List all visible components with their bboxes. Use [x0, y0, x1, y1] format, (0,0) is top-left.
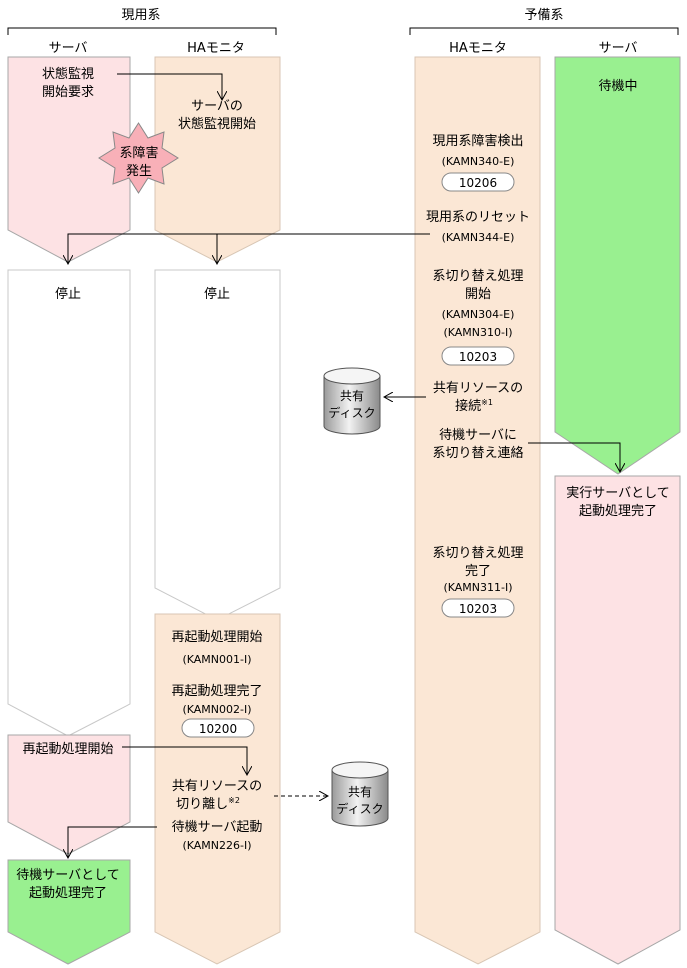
- reset-text: 現用系のリセット: [426, 210, 530, 225]
- active-server-stopped-block: [7, 269, 131, 737]
- standby-ha-block: [414, 56, 541, 965]
- switch-done-text-2: 完了: [465, 564, 491, 579]
- active-ha-restart-block: [154, 613, 281, 965]
- column-header-active-server: サーバ: [49, 41, 88, 56]
- failure-burst: 系障害 発生: [98, 122, 179, 194]
- disk-lower-text-2: ディスク: [336, 801, 383, 816]
- arrow-standby-boot: [68, 826, 157, 858]
- shared-disk-lower: 共有 ディスク: [331, 761, 389, 827]
- monitor-request-text-1: 状態監視: [42, 66, 94, 82]
- ha-restart-done-text: 再起動処理完了: [171, 684, 262, 699]
- column-header-standby-server: サーバ: [599, 41, 638, 56]
- ha-restart-done-code-badge: 10200: [181, 718, 255, 738]
- group-header-active: 現用系: [7, 8, 277, 35]
- detect-text: 現用系障害検出: [432, 133, 523, 149]
- disk-lower-text-1: 共有: [348, 785, 372, 799]
- disk-upper-text-2: ディスク: [328, 405, 375, 420]
- switch-code-badge: 10203: [441, 346, 515, 366]
- switch-msg-2: (KAMN310-I): [443, 326, 512, 339]
- ha-standby-boot-text: 待機サーバ起動: [172, 820, 263, 835]
- arrow-reset-to-server: [68, 233, 430, 264]
- ha-restart-done-msg: (KAMN002-I): [182, 703, 251, 716]
- standby-server-waiting-block: [554, 56, 681, 475]
- exec-complete-text-2: 起動処理完了: [579, 504, 657, 519]
- switch-code: 10203: [459, 350, 497, 364]
- ha-monitor-start-text-2: 状態監視開始: [178, 116, 256, 132]
- ha-detach-note: ※2: [228, 796, 240, 805]
- switch-done-code: 10203: [459, 602, 497, 616]
- switch-done-code-badge: 10203: [441, 598, 515, 618]
- active-server-running-block: [7, 56, 131, 263]
- active-ha-stopped-text: 停止: [204, 286, 230, 302]
- column-header-active-ha: HAモニタ: [187, 41, 245, 56]
- exec-complete-text-1: 実行サーバとして: [566, 485, 669, 501]
- ha-detach-label: 切り離し: [176, 797, 228, 812]
- group-label-active: 現用系: [121, 8, 160, 23]
- detect-code-badge: 10206: [441, 172, 515, 192]
- ha-detach-text-1: 共有リソースの: [172, 779, 262, 794]
- switch-msg-1: (KAMN304-E): [442, 308, 515, 321]
- connect-text-2: 接続※1: [455, 398, 493, 414]
- connect-label: 接続: [455, 398, 481, 414]
- notify-text-2: 系切り替え連絡: [432, 445, 523, 461]
- ha-restart-start-msg: (KAMN001-I): [182, 653, 251, 666]
- ha-detach-text-2: 切り離し※2: [176, 796, 240, 812]
- ha-monitor-start-text-1: サーバの: [191, 99, 243, 114]
- ha-standby-boot-msg: (KAMN226-I): [182, 839, 251, 852]
- ha-restart-done-code: 10200: [199, 722, 237, 736]
- connect-note: ※1: [481, 398, 493, 407]
- notify-text-1: 待機サーバに: [439, 428, 517, 443]
- active-server-restart-text: 再起動処理開始: [22, 742, 113, 757]
- ha-restart-start-text: 再起動処理開始: [171, 630, 262, 645]
- reset-msg: (KAMN344-E): [442, 231, 515, 244]
- column-header-standby-ha: HAモニタ: [449, 41, 507, 56]
- failure-text-2: 発生: [126, 164, 152, 179]
- failure-text-1: 系障害: [119, 145, 158, 161]
- group-label-standby: 予備系: [524, 7, 563, 23]
- active-server-standby-text-2: 起動処理完了: [29, 886, 107, 901]
- active-ha-running-block: [154, 56, 281, 263]
- detect-msg: (KAMN340-E): [442, 155, 515, 168]
- shared-disk-upper: 共有 ディスク: [323, 367, 381, 435]
- connect-text-1: 共有リソースの: [433, 381, 523, 396]
- arrow-notify-standby: [528, 442, 620, 472]
- switch-done-text-1: 系切り替え処理: [432, 546, 523, 561]
- arrow-restart-request: [122, 746, 247, 775]
- active-server-standby-block: [7, 859, 131, 965]
- arrow-monitor-request: [117, 73, 222, 100]
- active-server-standby-text-1: 待機サーバとして: [16, 868, 119, 883]
- group-header-standby: 予備系: [409, 7, 679, 35]
- failure-star-icon: [98, 122, 179, 194]
- monitor-request-text-2: 開始要求: [42, 85, 94, 100]
- waiting-text: 待機中: [598, 79, 637, 94]
- disk-upper-text-1: 共有: [340, 389, 364, 403]
- active-server-restart-block: [7, 734, 131, 855]
- active-server-stopped-text: 停止: [55, 286, 81, 302]
- detect-code: 10206: [459, 176, 497, 190]
- standby-server-exec-block: [554, 475, 681, 965]
- switch-start-text-2: 開始: [465, 287, 491, 302]
- switch-done-msg: (KAMN311-I): [443, 581, 512, 594]
- active-ha-stopped-block: [154, 269, 281, 621]
- switch-start-text-1: 系切り替え処理: [432, 269, 523, 284]
